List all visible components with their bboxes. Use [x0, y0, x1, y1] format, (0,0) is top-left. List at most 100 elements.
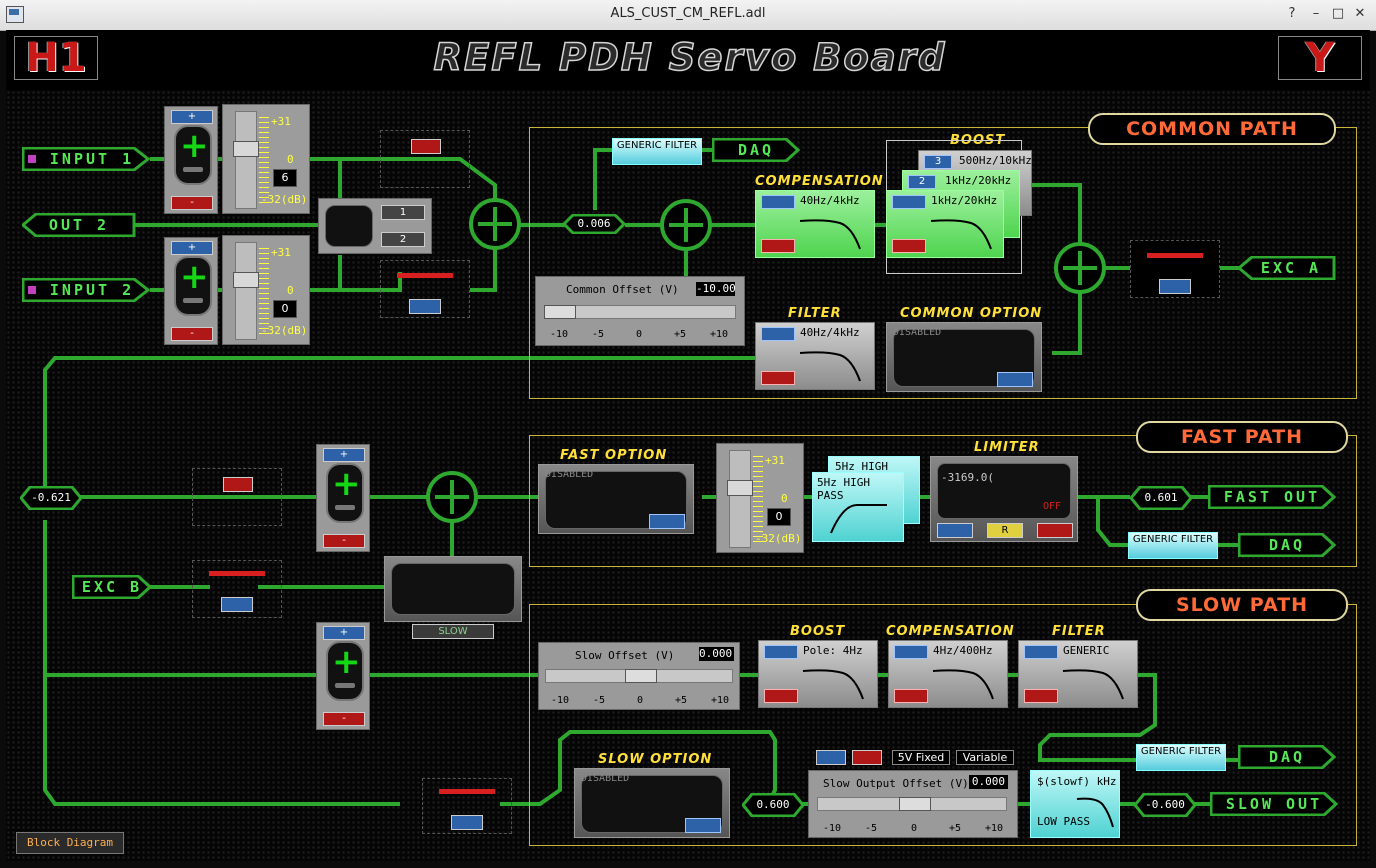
- gain-down-button[interactable]: -: [323, 534, 365, 548]
- filter-text: 5Hz HIGH PASS: [817, 476, 870, 502]
- offset-slider-thumb[interactable]: [625, 669, 657, 683]
- offset-input[interactable]: 0.000: [699, 647, 734, 661]
- gain-down-button[interactable]: -: [323, 712, 365, 726]
- slider-thumb[interactable]: [233, 141, 259, 157]
- output-mux: 1 2: [318, 198, 432, 254]
- slow-gain-switch[interactable]: + + -: [316, 622, 370, 730]
- filter-text: 1kHz/20kHz: [945, 174, 1012, 187]
- scale-label: 0: [637, 695, 644, 706]
- slider-thumb[interactable]: [233, 272, 259, 288]
- option-button[interactable]: [649, 514, 685, 529]
- slow-path-section: [529, 604, 1357, 846]
- gain-up-button[interactable]: +: [323, 626, 365, 640]
- common-generic-filter-button[interactable]: GENERIC FILTER: [612, 138, 702, 165]
- junction-readout: -0.621: [20, 486, 82, 510]
- gain-down-button[interactable]: -: [171, 327, 213, 341]
- gain-up-button[interactable]: +: [323, 448, 365, 462]
- slider-mid-label: 0: [287, 153, 294, 166]
- input-1-enable-box: [380, 130, 470, 188]
- common-daq-tag: DAQ: [712, 138, 800, 162]
- scale-label: -10: [550, 329, 569, 340]
- slow-boost-filter[interactable]: Pole: 4Hz: [758, 640, 878, 708]
- slow-compensation-label: COMPENSATION: [886, 624, 1015, 639]
- maximize-icon[interactable]: □: [1331, 6, 1345, 21]
- offset-slider-thumb[interactable]: [899, 797, 931, 811]
- gain-up-button[interactable]: +: [171, 241, 213, 255]
- input-1-tag[interactable]: INPUT 1: [22, 147, 150, 171]
- input-2-gain-switch[interactable]: + + -: [164, 237, 218, 345]
- fast-out-label: FAST OUT: [1223, 488, 1321, 506]
- limiter-enable-button[interactable]: [937, 523, 973, 538]
- limiter-toggle-button[interactable]: [1037, 523, 1073, 538]
- slow-out-label: SLOW OUT: [1225, 795, 1323, 813]
- slow-fast-mux: [384, 556, 522, 622]
- offset-input[interactable]: 0.000: [969, 775, 1008, 789]
- arm-label: Y: [1278, 36, 1362, 80]
- gain-down-button[interactable]: -: [171, 196, 213, 210]
- scale-label: +10: [710, 329, 729, 340]
- slow-lowpass-filter[interactable]: $(slowf) kHz LOW PASS: [1030, 770, 1120, 838]
- limiter-value: -3169.0(: [941, 471, 994, 484]
- input-2-tag[interactable]: INPUT 2: [22, 278, 150, 302]
- scale-label: 0: [636, 329, 643, 340]
- enable-toggle-button[interactable]: [411, 139, 441, 154]
- input-1-label: INPUT 1: [49, 150, 135, 168]
- daq-label: DAQ: [1268, 536, 1306, 554]
- option-button[interactable]: [997, 372, 1033, 387]
- block-diagram-button[interactable]: Block Diagram: [16, 832, 124, 854]
- slow-output-enable-button[interactable]: [816, 750, 846, 765]
- mux-2-button[interactable]: 2: [381, 232, 425, 247]
- enable-toggle-button[interactable]: [409, 299, 441, 314]
- plus-icon: +: [332, 642, 361, 682]
- exc-b-tag: EXC B: [72, 575, 152, 599]
- offset-input[interactable]: -10.00: [696, 282, 736, 296]
- plus-icon: +: [332, 464, 361, 504]
- fast-path-title: FAST PATH: [1136, 421, 1348, 453]
- offset-title: Slow Output Offset (V): [823, 777, 969, 790]
- gain-readout: 6: [273, 169, 297, 187]
- slow-filter[interactable]: GENERIC: [1018, 640, 1138, 708]
- fast-generic-filter-button[interactable]: GENERIC FILTER: [1128, 532, 1218, 559]
- input-1-gain-slider[interactable]: +31 0 -32(dB) 6: [222, 104, 310, 214]
- option-button[interactable]: [685, 818, 721, 833]
- fast-gain-slider[interactable]: +31 0 -32(dB) 0: [716, 443, 804, 553]
- limiter-reset-button[interactable]: R: [987, 523, 1023, 538]
- enable-toggle-button[interactable]: [221, 597, 253, 612]
- enable-toggle-button[interactable]: [451, 815, 483, 830]
- common-path-section: [529, 127, 1357, 399]
- mux-1-button[interactable]: 1: [381, 205, 425, 220]
- fixed-5v-button[interactable]: 5V Fixed: [892, 750, 950, 765]
- exc-a-label: EXC A: [1260, 259, 1322, 277]
- enable-toggle-button[interactable]: [1159, 279, 1191, 294]
- app-icon: [6, 6, 24, 23]
- boost-stage-1[interactable]: 1kHz/20kHz: [886, 190, 1004, 258]
- minimize-icon[interactable]: –: [1312, 6, 1320, 21]
- common-path-title: COMMON PATH: [1088, 113, 1336, 145]
- input-2-gain-slider[interactable]: +31 0 -32(dB) 0: [222, 235, 310, 345]
- slow-button[interactable]: SLOW: [412, 624, 494, 639]
- enable-toggle-button[interactable]: [223, 477, 253, 492]
- slow-compensation-filter[interactable]: 4Hz/400Hz: [888, 640, 1008, 708]
- limiter-state: OFF: [1043, 501, 1062, 512]
- offset-slider-thumb[interactable]: [544, 305, 576, 319]
- scale-label: -5: [592, 329, 605, 340]
- fast-highpass-filter[interactable]: 5Hz HIGH PASS: [812, 472, 904, 542]
- slow-filter-label: FILTER: [1052, 624, 1106, 639]
- slow-output-toggle-button[interactable]: [852, 750, 882, 765]
- common-filter[interactable]: 40Hz/4kHz: [755, 322, 875, 390]
- slow-generic-filter-button[interactable]: GENERIC FILTER: [1136, 744, 1226, 771]
- help-icon[interactable]: ?: [1288, 6, 1296, 21]
- slow-option-card[interactable]: DISABLED: [574, 768, 730, 838]
- slider-thumb[interactable]: [727, 480, 753, 496]
- variable-button[interactable]: Variable: [956, 750, 1014, 765]
- fast-gain-switch[interactable]: + + -: [316, 444, 370, 552]
- common-compensation-filter[interactable]: 40Hz/4kHz: [755, 190, 875, 258]
- common-option-card[interactable]: DISABLED: [886, 322, 1042, 392]
- gain-up-button[interactable]: +: [171, 110, 213, 124]
- window-title: ALS_CUST_CM_REFL.adl: [610, 6, 766, 21]
- input-1-gain-switch[interactable]: + + -: [164, 106, 218, 214]
- plus-icon: +: [180, 257, 209, 297]
- scale-label: -5: [865, 823, 878, 834]
- fast-option-card[interactable]: DISABLED: [538, 464, 694, 534]
- close-icon[interactable]: ✕: [1354, 6, 1366, 21]
